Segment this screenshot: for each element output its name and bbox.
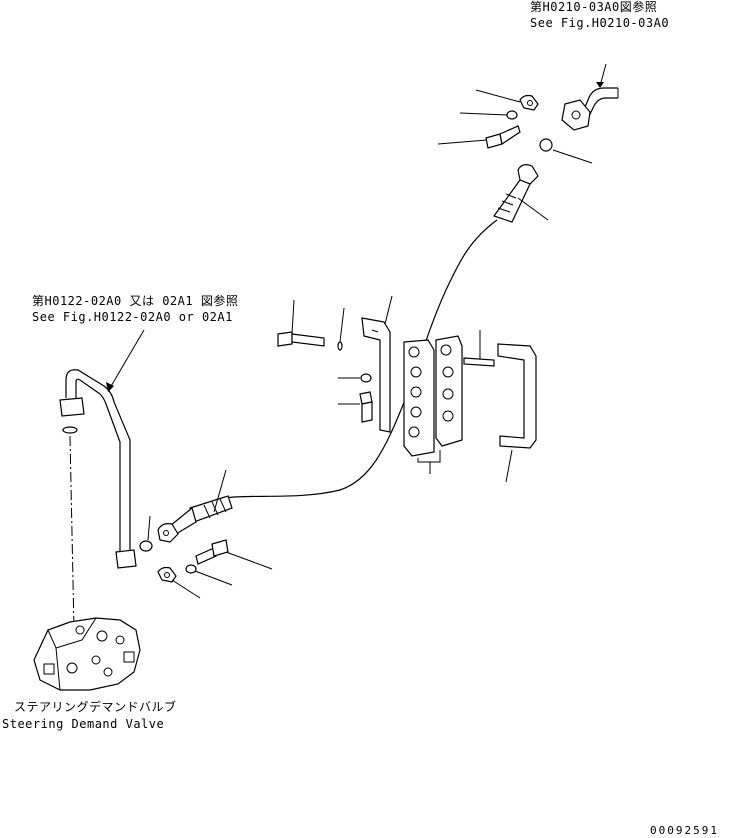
clamp-block-front — [403, 339, 435, 457]
valve-label-jp: ステアリングデマンドバルブ — [14, 700, 177, 714]
valve-label-en: Steering Demand Valve — [2, 717, 165, 731]
leader-lower-bolt — [225, 551, 273, 570]
leader-upper-washer — [459, 112, 508, 116]
leader-support-bracket — [384, 295, 393, 325]
long-bolt — [277, 331, 325, 347]
drawing-number: 00092591 — [650, 824, 719, 837]
center-line — [69, 435, 75, 631]
leader-left-pipe — [109, 329, 145, 389]
spacer-washer — [337, 341, 343, 351]
upper-washer — [506, 110, 518, 120]
ref-upper-pipe-en: See Fig.H0210-03A0 — [530, 16, 670, 30]
leader-upper-clamp — [475, 89, 521, 103]
small-washer — [360, 373, 372, 383]
short-bolt — [359, 391, 373, 423]
cap-plate — [463, 357, 495, 367]
left-steel-pipe — [59, 369, 137, 569]
leader-lower-washer — [194, 570, 233, 586]
leader-lower-o-ring — [147, 515, 151, 541]
steering-demand-valve-drawing — [33, 617, 141, 691]
leader-lower-clamp — [171, 579, 201, 599]
u-bracket — [497, 343, 537, 449]
leader-arrowhead — [596, 82, 604, 88]
upper-pipe-elbow — [561, 87, 619, 131]
upper-o-ring — [539, 138, 553, 152]
upper-clamp — [519, 94, 539, 111]
upper-hose-fitting — [493, 164, 539, 223]
ref-upper-pipe-jp: 第H0210-03A0図参照 — [530, 0, 658, 14]
left-o-ring — [62, 426, 78, 434]
leader-long-bolt — [291, 299, 295, 335]
leader-spacer-washer — [339, 307, 345, 343]
lower-clamp — [157, 566, 177, 583]
leader-u-bracket — [505, 449, 513, 483]
clamp-block-bracket-mark — [417, 450, 441, 463]
leader-upper-bolt — [437, 139, 488, 145]
ref-left-pipe-jp: 第H0122-02A0 又は 02A1 図参照 — [32, 294, 239, 308]
leader-upper-o-ring — [552, 149, 593, 164]
clamp-block-rear — [435, 335, 463, 447]
lower-washer — [185, 564, 197, 574]
leader-arrowhead-left — [106, 382, 114, 392]
ref-left-pipe-en: See Fig.H0122-02A0 or 02A1 — [32, 310, 233, 324]
lower-o-ring — [139, 540, 153, 552]
leader-upper-hose-fitting — [517, 197, 549, 221]
lower-hose-fitting — [157, 495, 233, 543]
leader-lower-hose-fitting — [213, 469, 227, 513]
lower-bolt — [195, 539, 229, 565]
upper-bolt — [485, 125, 521, 149]
